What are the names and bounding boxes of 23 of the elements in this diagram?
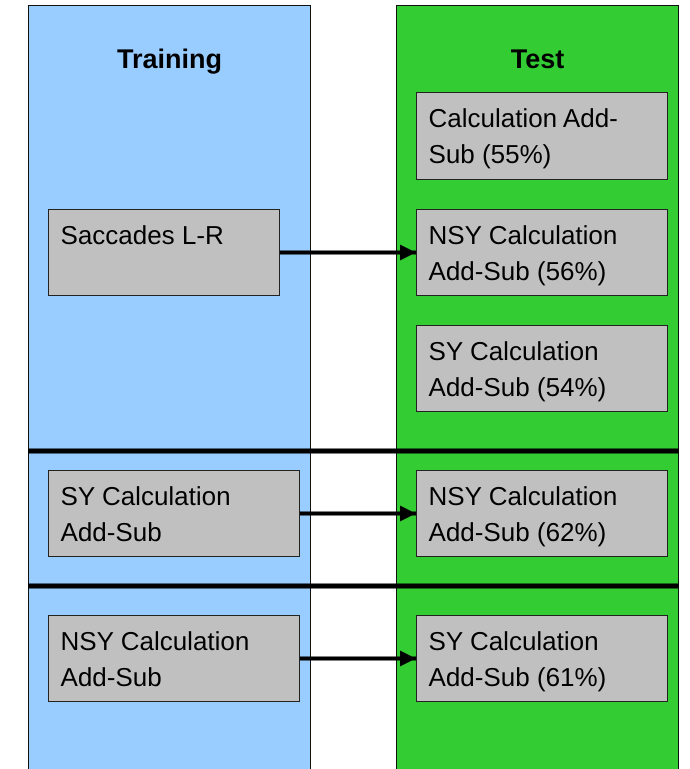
process-box xyxy=(416,208,668,296)
box-label: SY Calculation Add-Sub (61%) xyxy=(428,624,608,694)
column-panel xyxy=(28,5,311,769)
column-panel xyxy=(396,5,679,769)
process-box xyxy=(416,324,668,412)
box-label: SY Calculation Add-Sub (54%) xyxy=(428,334,608,404)
box-label: NSY Calculation Add-Sub (56%) xyxy=(428,218,618,288)
column-heading: Test xyxy=(510,44,566,75)
box-label: Saccades L-R xyxy=(60,218,224,252)
process-box xyxy=(416,92,668,180)
process-box xyxy=(416,614,668,702)
box-label: NSY Calculation Add-Sub (62%) xyxy=(428,480,618,548)
process-box xyxy=(48,470,300,556)
process-box xyxy=(48,208,280,296)
box-label: SY Calculation Add-Sub xyxy=(60,480,232,548)
arrow xyxy=(280,244,416,260)
arrow xyxy=(300,506,416,522)
box-label: Calculation Add-Sub (55%) xyxy=(428,102,619,170)
box-label: NSY Calculation Add-Sub xyxy=(60,624,250,694)
arrow xyxy=(300,650,416,666)
process-box xyxy=(416,470,668,556)
column-heading: Training xyxy=(116,44,223,75)
process-box xyxy=(48,614,300,702)
